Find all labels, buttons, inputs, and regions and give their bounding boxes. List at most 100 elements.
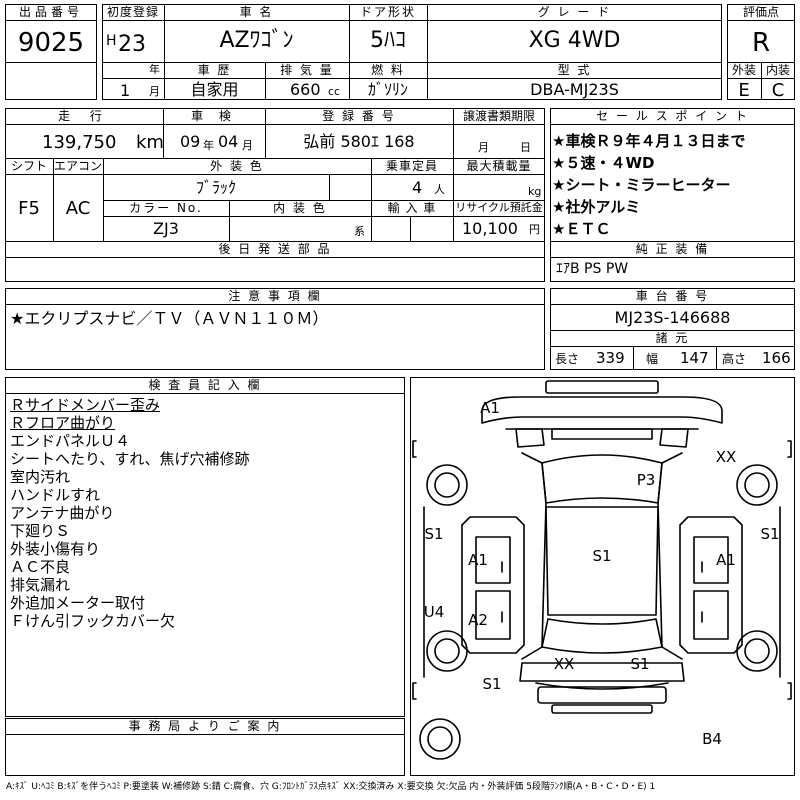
mileage: 139,750 [42, 132, 117, 153]
damage-diagram-box [410, 377, 795, 776]
exterior-color: ﾌﾞﾗｯｸ [195, 178, 236, 197]
inspection-year: 09 [180, 132, 201, 151]
first-reg-month: 1 [120, 81, 131, 100]
recycle-fee: 10,100 [462, 219, 518, 238]
inspector-line: ハンドルすれ [10, 486, 101, 504]
displacement: 660 [290, 80, 321, 99]
left-pillar-line [521, 452, 547, 660]
inspector-box [5, 377, 405, 717]
rear-right-wheel [736, 630, 778, 672]
code-left-rear: S1 [482, 675, 501, 693]
grille [551, 428, 653, 440]
lot-number-box [5, 4, 97, 100]
rear-panel [519, 662, 685, 682]
front-left-wheel [426, 464, 468, 506]
first-reg-year: 23 [118, 32, 146, 57]
code-left-a: A1 [468, 551, 488, 569]
color-no-label: カラー No. [129, 201, 203, 215]
spare-wheel [419, 718, 461, 760]
history: 自家用 [190, 80, 239, 99]
color-number: ZJ3 [153, 219, 179, 238]
code-center: S1 [592, 547, 611, 565]
year-unit: 年 [149, 63, 160, 76]
import-label: 輸 入 車 [387, 201, 437, 215]
load-label: 最大積載量 [466, 159, 532, 173]
left-headlight [515, 428, 545, 448]
lot-number: 9025 [17, 28, 85, 58]
front-bumper [545, 380, 659, 394]
interior-label: 内装 [765, 63, 790, 77]
transfer-month: 月 [478, 141, 489, 154]
interior-color-label: 内 装 色 [273, 201, 327, 215]
sales-point: ★シート・ミラーヒーター [552, 176, 731, 194]
interior-grade: C [771, 80, 785, 101]
sales-point: ★５速・４WD [552, 154, 655, 172]
office-label: 事 務 局 よ り ご 案 内 [128, 719, 282, 733]
car-diagram: A1 XX P3 S1 S1 A1 S1 A1 U4 A2 XX S1 S1 B… [412, 380, 792, 760]
inspector-line: 排気漏れ [10, 576, 71, 594]
length-label: 長さ [555, 352, 580, 366]
lot-number-label: 出品番号 [18, 5, 83, 19]
legend: A:ｷｽﾞ U:ﾍｺﾐ B:ｷｽﾞを伴うﾍｺﾐ P:要塗装 W:補修跡 S:錆 … [6, 782, 656, 792]
code-right-a: A1 [716, 551, 736, 569]
color-label: 外 装 色 [210, 159, 264, 173]
type-label: 型 式 [557, 63, 592, 77]
recycle-label: リサイクル預託金 [455, 201, 543, 214]
fuel-label: 燃 料 [371, 63, 405, 77]
door-label: ドア形状 [359, 5, 416, 19]
inspector-line: Ｒサイドメンバー歪み [10, 396, 161, 414]
left-side-body [461, 516, 525, 654]
code-roof: P3 [637, 471, 656, 489]
rear-bumper [537, 686, 667, 704]
code-rear-right: S1 [630, 655, 649, 673]
shift: F5 [18, 198, 40, 219]
model-name: AZﾜｺﾞﾝ [219, 28, 294, 53]
notes: ★エクリプスナビ／ＴＶ（ＡＶＮ１１０Ｍ） [10, 309, 329, 328]
chassis-box [550, 288, 795, 370]
inspector-line: 外追加メーター取付 [10, 594, 146, 612]
first-reg-label: 初度登録 [106, 5, 159, 19]
transfer-day: 日 [520, 141, 531, 154]
notes-box [5, 288, 545, 370]
right-pillar-line [657, 452, 683, 660]
month-unit: 月 [149, 85, 160, 98]
code-rear-left: XX [554, 655, 575, 673]
grade-label: グ レ ー ド [537, 5, 612, 19]
displacement-unit: cc [328, 85, 341, 98]
later-parts-label: 後 日 発 送 部 品 [218, 242, 332, 256]
code-rear: B4 [702, 730, 722, 748]
notes-label: 注 意 事 項 欄 [228, 289, 322, 303]
seats: 4 [412, 178, 423, 197]
inspector-line: Ｆけん引フックカバー欠 [10, 612, 176, 630]
roof [545, 506, 659, 616]
interior-color-unit: 系 [354, 225, 365, 238]
rear-window [541, 618, 663, 654]
transfer-label: 譲渡書類期限 [462, 109, 535, 123]
code-right-front: XX [716, 448, 737, 466]
shift-label: シフト [10, 159, 47, 173]
specs-label: 諸 元 [655, 331, 690, 345]
code-left-front-door: S1 [424, 525, 443, 543]
air-conditioner: AC [65, 198, 91, 219]
chassis-label: 車 台 番 号 [635, 289, 710, 303]
equipment-label: 純 正 装 備 [635, 242, 710, 256]
length: 339 [596, 349, 625, 367]
sales-points-box [550, 108, 795, 282]
score: R [751, 28, 771, 58]
seats-unit: 人 [434, 183, 445, 196]
inspector-line: アンテナ曲がり [10, 504, 115, 522]
inspection-month-unit: 月 [242, 139, 253, 152]
width-label: 幅 [646, 352, 659, 366]
inspector-line: シートへたり、すれ、焦げ穴補修跡 [10, 450, 250, 468]
sales-point: ★社外アルミ [552, 198, 641, 216]
inspection-label: 車 検 [191, 109, 237, 123]
history-label: 車 歴 [197, 63, 232, 77]
right-headlight [659, 428, 689, 448]
code-right-front-door: S1 [760, 525, 779, 543]
office-box [5, 718, 405, 776]
score-label: 評価点 [742, 5, 779, 19]
sales-point: ★ＥＴＣ [552, 220, 611, 238]
door-type: 5ﾊｺ [370, 28, 406, 53]
inspection-month: 04 [218, 132, 239, 151]
sales-point: ★車検Ｒ９年４月１３日まで [552, 132, 746, 150]
